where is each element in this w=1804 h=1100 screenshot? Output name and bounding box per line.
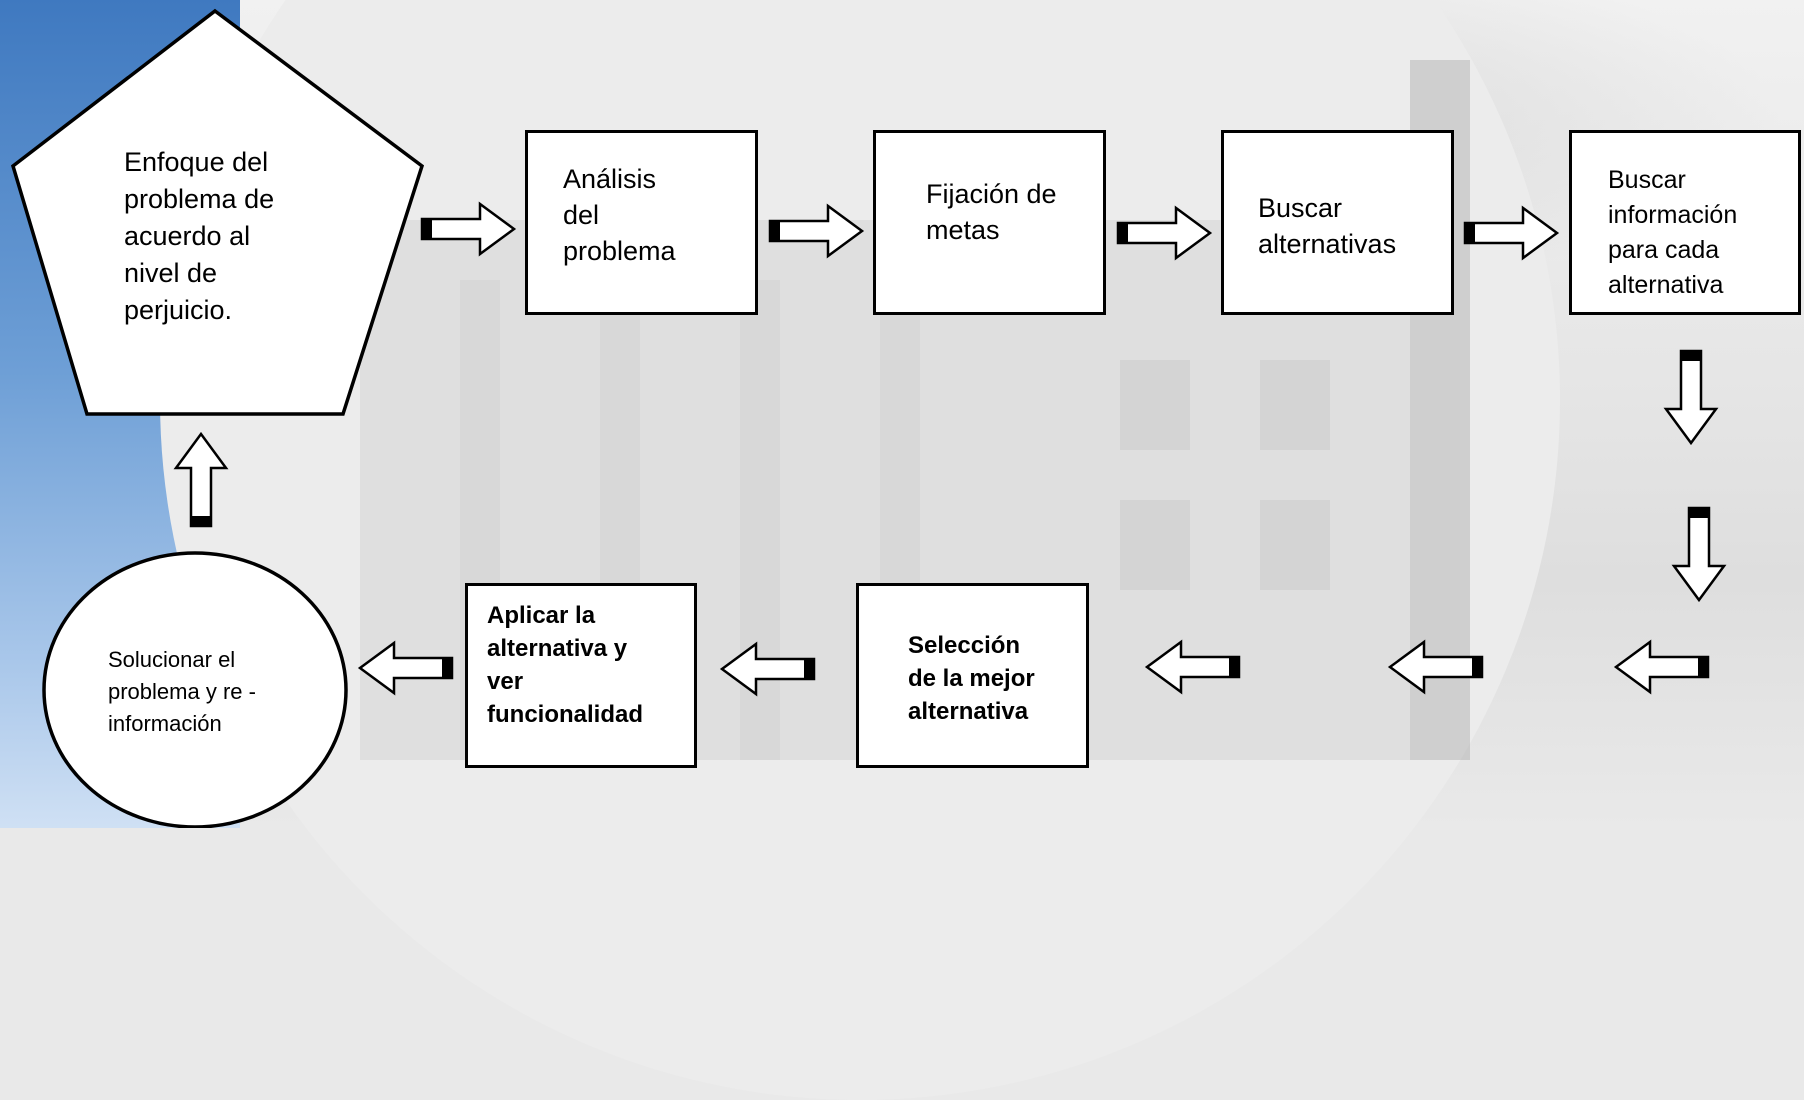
arrow-left-4 <box>719 641 816 697</box>
step-seleccion-mejor-label: Selección de la mejor alternativa <box>908 632 1035 725</box>
start-node-shape <box>10 8 425 416</box>
step-analisis-label: Análisis del problema <box>563 164 676 266</box>
step-buscar-alternativas-label: Buscar alternativas <box>1258 193 1397 259</box>
step-buscar-alternativas: Buscar alternativas <box>1221 130 1454 315</box>
step-aplicar-alternativa: Aplicar la alternativa y ver funcionalid… <box>465 583 697 768</box>
arrow-left-2 <box>1387 639 1484 695</box>
step-fijacion-metas: Fijación de metas <box>873 130 1106 315</box>
arrow-down-2 <box>1671 506 1727 603</box>
arrow-left-5 <box>357 640 454 696</box>
arrow-right-2 <box>768 203 865 259</box>
step-buscar-informacion-label: Buscar información para cada alternativa <box>1608 166 1738 299</box>
start-node-label: Enfoque del problema de acuerdo al nivel… <box>124 147 275 325</box>
step-seleccion-mejor: Selección de la mejor alternativa <box>856 583 1089 768</box>
arrow-down-1 <box>1663 349 1719 446</box>
step-aplicar-alternativa-label: Aplicar la alternativa y ver funcionalid… <box>487 602 643 728</box>
arrow-left-1 <box>1613 639 1710 695</box>
end-node-label: Solucionar el problema y re - informació… <box>108 647 256 736</box>
end-node-shape <box>42 551 348 828</box>
arrow-right-4 <box>1463 205 1560 261</box>
step-buscar-informacion: Buscar información para cada alternativa <box>1569 130 1801 315</box>
arrow-right-3 <box>1116 205 1213 261</box>
arrow-left-3 <box>1144 639 1241 695</box>
arrow-up-1 <box>173 431 229 528</box>
arrow-right-1 <box>420 201 517 257</box>
step-fijacion-metas-label: Fijación de metas <box>926 179 1057 245</box>
step-analisis: Análisis del problema <box>525 130 758 315</box>
